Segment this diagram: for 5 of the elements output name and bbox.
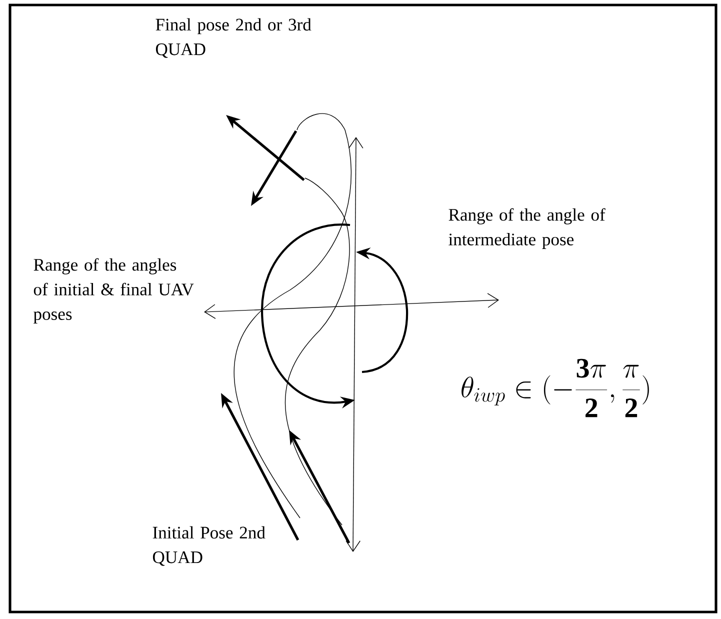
- annotation-text: Final pose 2nd or 3rd QUAD: [156, 18, 312, 58]
- angle-formula: $\theta_{iwp} \in (-\frac{\mathbf{3}\pi}{\mathbf{2}}, \frac{\pi}{\mathbf{2}})$: [462, 358, 649, 418]
- annotation-text: Range of the angle of intermediate pose: [448, 208, 606, 249]
- annotation-text: Range of the angles of initial & final UAV poses: [34, 258, 194, 324]
- annotation-text: Initial Pose 2nd QUAD: [152, 526, 266, 566]
